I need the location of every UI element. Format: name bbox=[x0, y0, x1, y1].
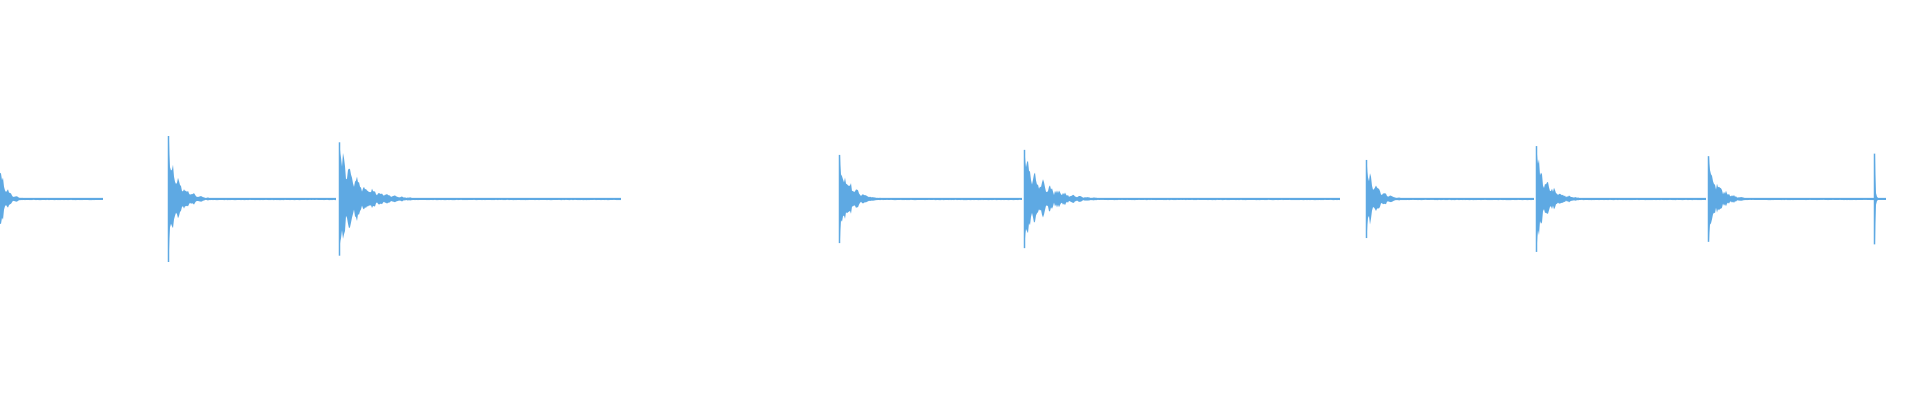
waveform-hit-3 bbox=[339, 143, 621, 250]
waveform-hit-7 bbox=[1536, 154, 1706, 243]
waveform-hit-2 bbox=[168, 140, 336, 251]
waveform-hit-4 bbox=[839, 155, 1022, 240]
waveform-hit-8 bbox=[1708, 156, 1878, 242]
waveform-hit-5 bbox=[1024, 154, 1340, 242]
waveform-hit-1 bbox=[0, 172, 103, 224]
waveform-hit-9 bbox=[1874, 154, 1886, 243]
waveform-hit-6 bbox=[1366, 160, 1534, 238]
